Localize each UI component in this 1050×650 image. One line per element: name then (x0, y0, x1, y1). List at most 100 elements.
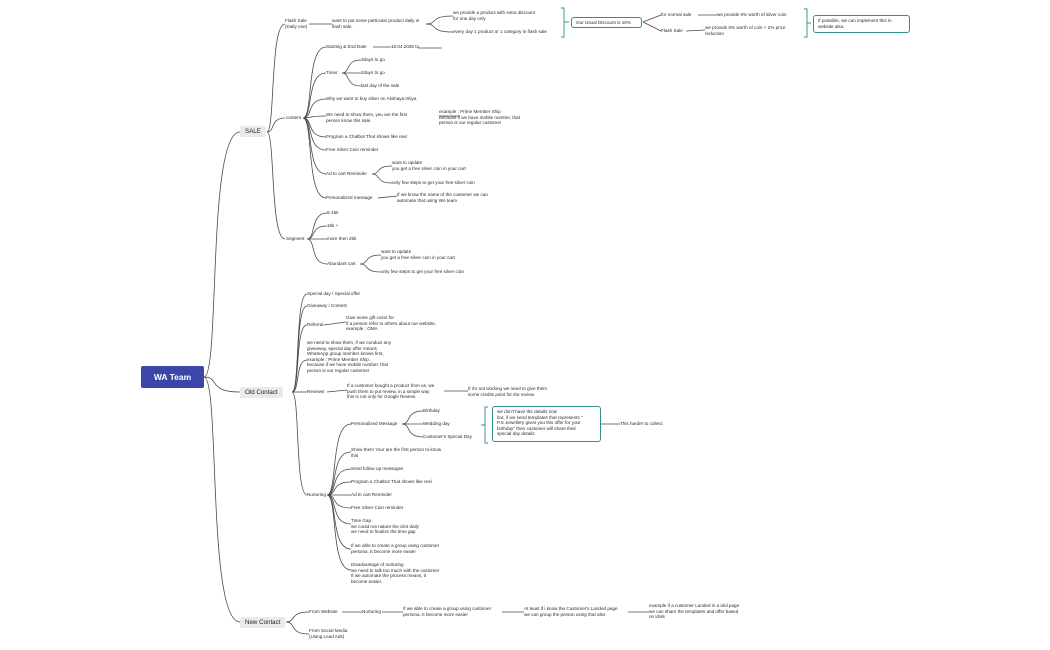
node-referral-desc[interactable]: Give some gift coins for if a person ref… (346, 315, 437, 332)
node-seg-1[interactable]: 5-15k (327, 210, 339, 215)
node-flash-desc[interactable]: want to put some particular product dail… (332, 18, 420, 29)
connector (341, 72, 362, 87)
node-wedding-day[interactable]: Wedding day (423, 421, 450, 426)
node-content-3[interactable]: Program a Chatbot That shows like real (326, 134, 407, 139)
connector (642, 21, 662, 32)
connector (323, 321, 347, 326)
node-from-website[interactable]: From Website (309, 609, 338, 614)
root-connector (203, 131, 241, 378)
implement-note-box[interactable]: If possible, we can implement this in we… (813, 15, 910, 33)
node-new-contact[interactable]: New Contact (240, 617, 286, 628)
connector (642, 14, 662, 23)
node-special-day[interactable]: Special day / Special offer (307, 291, 361, 296)
node-nurturing[interactable]: Nurturing (307, 492, 326, 497)
node-customer-special-day[interactable]: Customer's Special Day (423, 434, 472, 439)
node-reviews-desc[interactable]: If a customer bought a product from us, … (347, 383, 435, 400)
old-contact-connector (291, 324, 308, 393)
node-landed-example[interactable]: example if a customer Landed in a idol p… (649, 603, 740, 620)
connector (425, 23, 454, 33)
node-nur-8[interactable]: Disadvantage of nurturing we need to tal… (351, 562, 440, 584)
node-seg-2[interactable]: 15k + (327, 223, 339, 228)
node-nc-nurturing[interactable]: Nurturing (362, 609, 381, 614)
node-content[interactable]: content (286, 115, 302, 120)
node-nc-nurturing-desc[interactable]: If we able to create a group using custo… (403, 606, 492, 617)
node-from-social[interactable]: From Social Media (Using Lead Ads) (309, 628, 348, 639)
connector (341, 59, 362, 74)
node-timer-2[interactable]: 2days to go (361, 70, 385, 75)
node-content-6-desc[interactable]: If we know the name of the customer we c… (397, 192, 488, 203)
node-content-6[interactable]: Personalized message (326, 195, 373, 200)
node-flash-sale-2[interactable]: Flash Sale (661, 28, 683, 33)
node-content-5-a[interactable]: want to update you get a free silver coi… (392, 160, 466, 171)
connector (685, 29, 706, 32)
node-giveaway[interactable]: Giveaway / Contest (307, 303, 347, 308)
node-nur-4[interactable]: Ad to cart Reminder (351, 492, 392, 497)
node-normal-sale-value[interactable]: we provide 6% worth of silver coin (717, 12, 787, 17)
node-content-5[interactable]: Ad to cart Reminder (326, 171, 367, 176)
content-connector (302, 46, 327, 119)
node-content-2[interactable]: We need to show them, you are the first … (326, 112, 408, 123)
nurturing-connector (326, 451, 352, 496)
connector (371, 165, 393, 175)
node-seg-4-b[interactable]: only few steps to get your free silver c… (381, 269, 464, 274)
content-connector (302, 72, 327, 119)
node-content-2-example[interactable]: example : Prime Member Ship because if w… (439, 109, 520, 126)
node-harder-note[interactable]: This harder to collect (620, 421, 663, 426)
node-nur-5[interactable]: Free Silver Coin reminder (351, 505, 404, 510)
details-box[interactable]: we don't have the details now but, if we… (492, 406, 601, 442)
node-flash-sale[interactable]: Flash Sale (Daily one) (285, 18, 308, 29)
node-date-value[interactable]: 18.04.2025 to (391, 44, 420, 49)
node-timer-1[interactable]: 3days to go (361, 57, 385, 62)
node-birthday[interactable]: Birthday (423, 408, 440, 413)
connector (401, 410, 424, 425)
node-landed-page[interactable]: At least If i know the Customer's Landed… (524, 606, 618, 617)
node-content-5-b[interactable]: only few steps to get your free silver c… (392, 180, 475, 185)
node-nur-3[interactable]: Program a Chatbot That shows like real (351, 479, 432, 484)
connector (377, 195, 398, 199)
connector (359, 254, 382, 265)
node-seg-3[interactable]: more then 25k (327, 236, 357, 241)
content-connector (302, 98, 327, 119)
node-personalized-message[interactable]: Personalized Message (351, 421, 398, 426)
root-connector (203, 376, 241, 623)
root-node[interactable]: WA Team (141, 366, 204, 388)
node-content-4[interactable]: Free Silver Coin reminder (326, 147, 379, 152)
nurturing-connector (326, 423, 352, 496)
node-timer-3[interactable]: last day of the sale (361, 83, 400, 88)
node-seg-4-a[interactable]: want to update you get a free silver coi… (381, 249, 455, 260)
node-reviews[interactable]: Reviews (307, 389, 325, 394)
node-content-1[interactable]: Why we want to buy silver on Akshaya tri… (326, 96, 417, 101)
node-nur-1[interactable]: Show them Your are the first person to k… (351, 447, 442, 458)
node-flash-opt2[interactable]: every day 1 product or 1 category in fla… (453, 29, 547, 34)
node-show-them[interactable]: we need to show them, if we conduct any … (307, 340, 392, 373)
connector (401, 423, 424, 438)
content-connector (302, 117, 327, 199)
nurturing-connector (326, 494, 352, 571)
node-nur-7[interactable]: If we able to create a group using custo… (351, 543, 440, 554)
connector (359, 263, 382, 273)
node-for-normal-sale[interactable]: for normal sale (661, 12, 692, 17)
nurturing-connector (326, 494, 352, 550)
node-flash-opt1[interactable]: we provide a product with extra discount… (453, 10, 535, 21)
new-contact-connector (285, 611, 310, 623)
old-contact-connector (291, 359, 308, 393)
node-timer[interactable]: Timer (326, 70, 338, 75)
node-seg-4[interactable]: Abundant cart (327, 261, 356, 266)
node-sale[interactable]: SALE (240, 126, 266, 137)
connector (371, 173, 393, 184)
node-segment[interactable]: Segment (286, 236, 305, 241)
node-nur-6[interactable]: Time Gap we could not nature the clint d… (351, 518, 419, 535)
sale-connector (266, 117, 286, 133)
old-contact-connector (291, 391, 308, 496)
node-flash-sale-value[interactable]: we provide 6% worth of coin + 2% price r… (705, 25, 786, 36)
content-connector (302, 117, 327, 175)
node-nur-2[interactable]: Send follow up messages (351, 466, 404, 471)
connector (425, 15, 454, 25)
sale-connector (266, 131, 286, 240)
node-start-end-date[interactable]: Starting & End Date (326, 44, 367, 49)
root-connector (203, 376, 241, 393)
node-old-contact[interactable]: Old Contact (240, 387, 283, 398)
node-referral[interactable]: Referral (307, 322, 324, 327)
node-reviews-note[interactable]: If it's not working we need to give them… (468, 386, 548, 397)
usual-discount-box[interactable]: Our Usual Discount is 10% (571, 17, 642, 28)
